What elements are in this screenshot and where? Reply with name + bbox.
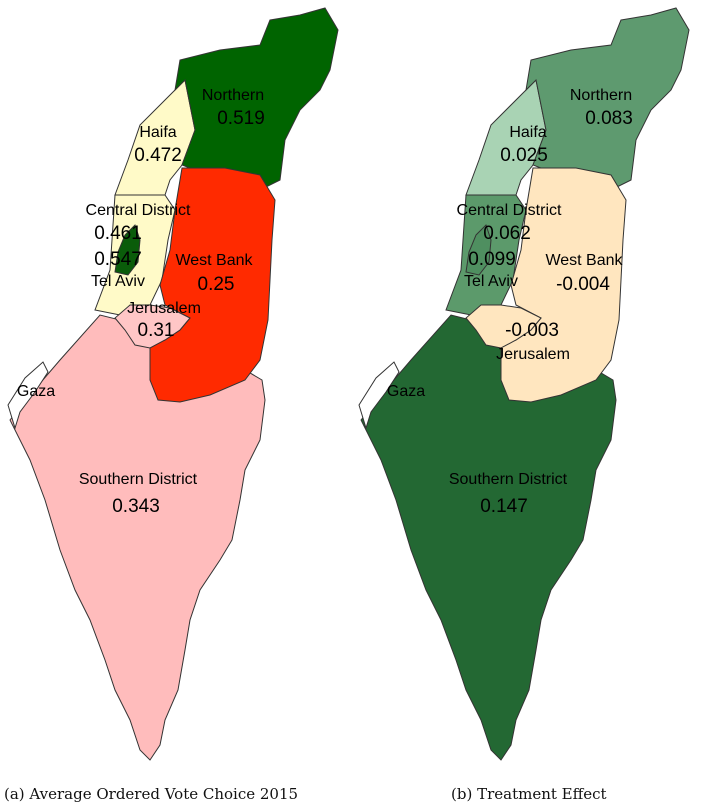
label-central-value: 0.461 [94,223,142,244]
region-gaza [7,361,49,430]
label-central-name: Central District [86,202,191,219]
label-northern-value: 0.519 [217,108,265,129]
map-panel-vote-choice: Northern 0.519 Haifa 0.472 Central Distr… [4,7,339,803]
map-svg-a: Northern 0.519 Haifa 0.472 Central Distr… [7,7,339,761]
map-svg-b: Northern 0.083 Haifa 0.025 Central Distr… [358,7,690,761]
label-southern-name: Southern District [79,471,198,488]
label-telaviv-name: Tel Aviv [464,273,518,290]
label-telaviv-value: 0.547 [94,249,142,270]
label-haifa-name: Haifa [139,124,176,141]
map-panel-treatment-effect: Northern 0.083 Haifa 0.025 Central Distr… [351,0,703,805]
label-telaviv-value: 0.099 [468,249,516,270]
label-haifa-name: Haifa [509,124,546,141]
label-westbank-value: 0.25 [198,274,235,295]
label-southern-value: 0.343 [112,496,160,517]
label-westbank-name: West Bank [545,252,623,269]
region-gaza [358,361,400,430]
caption-b: (b) Treatment Effect [451,785,607,803]
region-telaviv [114,224,141,276]
label-haifa-value: 0.472 [134,145,182,166]
label-jerusalem-name: Jerusalem [127,300,201,317]
label-westbank-name: West Bank [175,252,253,269]
region-telaviv [465,224,492,276]
region-westbank [149,167,276,403]
region-westbank [500,167,627,403]
label-haifa-value: 0.025 [500,145,548,166]
label-telaviv-name: Tel Aviv [91,273,145,290]
label-southern-name: Southern District [449,471,568,488]
label-jerusalem-value: -0.003 [505,320,559,341]
region-jerusalem [114,304,191,349]
region-jerusalem [465,304,542,349]
caption-a: (a) Average Ordered Vote Choice 2015 [4,785,299,803]
label-gaza-name: Gaza [387,383,425,400]
label-northern-name: Northern [202,87,264,104]
label-central-value: 0.062 [483,223,531,244]
label-westbank-value: -0.004 [556,274,610,295]
label-northern-name: Northern [570,87,632,104]
label-central-name: Central District [457,202,562,219]
label-gaza-name: Gaza [17,383,55,400]
label-jerusalem-value: 0.31 [138,320,175,341]
label-southern-value: 0.147 [480,496,528,517]
label-northern-value: 0.083 [585,108,633,129]
label-jerusalem-name: Jerusalem [496,346,570,363]
